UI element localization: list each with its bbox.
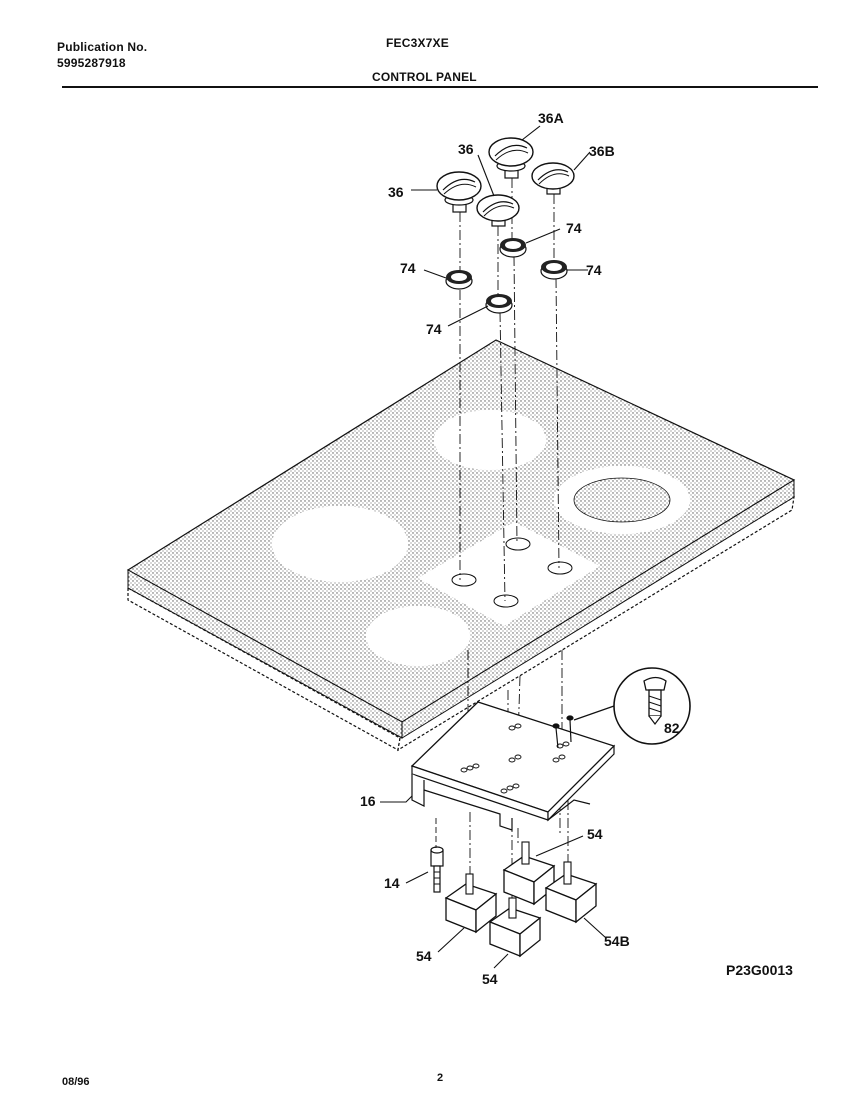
- publication-number: 5995287918: [57, 56, 126, 70]
- diagram-code: P23G0013: [726, 962, 793, 978]
- mounting-bracket: [410, 701, 616, 831]
- label-54: 54: [587, 826, 603, 842]
- bezel-74: [445, 270, 473, 290]
- knob-hole: [493, 594, 519, 608]
- label-36: 36: [388, 184, 404, 200]
- switch-54B: [544, 861, 598, 924]
- header-rule: [62, 86, 818, 88]
- publication-label: Publication No.: [57, 40, 148, 54]
- knob-36B: [531, 162, 575, 195]
- screw-82-callout: [573, 667, 691, 745]
- label-54B: 54B: [604, 933, 630, 949]
- switch-54-rear: [502, 841, 556, 906]
- label-74: 74: [400, 260, 416, 276]
- burner-left-front: [366, 606, 470, 666]
- label-14: 14: [384, 875, 400, 891]
- bezel-74: [540, 260, 568, 280]
- section-title: CONTROL PANEL: [372, 70, 477, 84]
- label-74: 74: [426, 321, 442, 337]
- leader-lines: [380, 125, 607, 969]
- burner-right-ring-inner: [573, 477, 671, 523]
- switch-14: [430, 818, 444, 893]
- knob-36-center: [476, 194, 520, 227]
- cooktop-panel: [126, 339, 796, 752]
- knob-36-left: [436, 171, 482, 213]
- label-36: 36: [458, 141, 474, 157]
- knob-hole: [451, 573, 477, 587]
- switch-54-left: [444, 873, 498, 934]
- model-number: FEC3X7XE: [386, 36, 449, 50]
- label-74: 74: [566, 220, 582, 236]
- label-54: 54: [416, 948, 432, 964]
- label-74: 74: [586, 262, 602, 278]
- label-54: 54: [482, 971, 498, 987]
- label-16: 16: [360, 793, 376, 809]
- switch-54-front: [488, 897, 542, 958]
- label-82: 82: [664, 720, 680, 736]
- control-area: [418, 522, 600, 626]
- screw: [552, 715, 574, 749]
- label-36A: 36A: [538, 110, 564, 126]
- knob-36A: [488, 137, 534, 179]
- bezel-74: [499, 238, 527, 258]
- footer-date: 08/96: [62, 1076, 90, 1088]
- knob-hole: [505, 537, 531, 551]
- page-number: 2: [437, 1072, 444, 1084]
- burner-rear-center: [434, 410, 546, 470]
- burner-left-rear: [272, 506, 408, 582]
- label-36B: 36B: [589, 143, 615, 159]
- bezel-74: [485, 294, 513, 314]
- knob-hole: [547, 561, 573, 575]
